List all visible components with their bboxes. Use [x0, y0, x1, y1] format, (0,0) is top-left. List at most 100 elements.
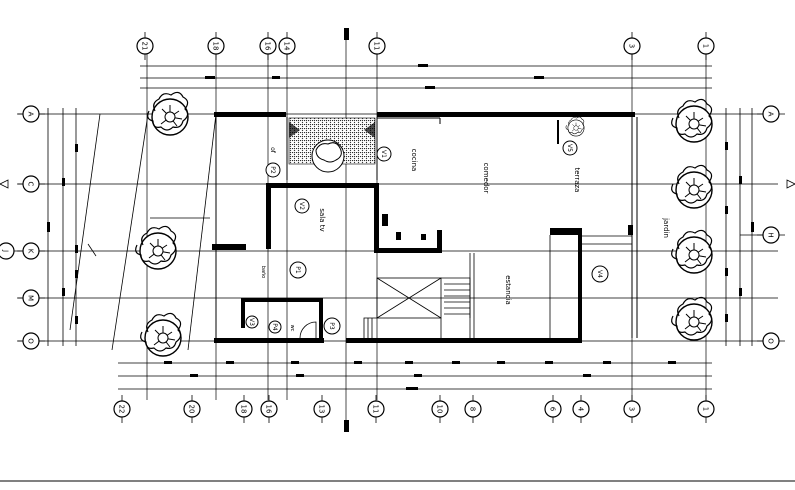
tree-icon [146, 91, 189, 136]
grid-bubble-icon: K [17, 242, 45, 260]
grid-bubble-label: 10 [436, 405, 444, 414]
grid-bubble-label: C [27, 182, 35, 187]
left-grid-bubbles: A C K M O J [0, 105, 45, 350]
grid-bubble-icon: H [757, 226, 785, 244]
label-of: of [269, 147, 276, 154]
label-comedor: comedor [482, 163, 490, 194]
grid-bubble-label: A [767, 112, 775, 117]
label-baño: baño [260, 266, 266, 278]
grid-bubble-label: M [27, 295, 35, 301]
grid-bubble-icon: M [17, 289, 45, 307]
right-room-elements [549, 120, 633, 340]
label-jardin: jardin [662, 217, 670, 238]
tag-v1: V1 [380, 150, 387, 158]
left-dimension-lines [47, 108, 77, 346]
tag-p4: P4 [271, 323, 278, 331]
grid-bubble-icon: 16 [259, 32, 277, 60]
bottom-grid-bubbles: 22 20 18 16 13 11 10 8 6 4 3 1 [113, 395, 715, 423]
grid-bubble-icon: C [17, 175, 45, 193]
left-dimension-marks [47, 144, 78, 324]
grid-bubble-label: 18 [212, 42, 220, 51]
grid-bubble-icon: 18 [207, 32, 225, 60]
grid-bubble-icon: 22 [113, 395, 131, 423]
grid-bubble-label: 13 [318, 405, 326, 414]
door-swing [299, 321, 317, 339]
small-plant-icon [565, 116, 585, 137]
grid-bubble-icon: 1 [697, 32, 715, 60]
grid-bubble-icon: 3 [623, 395, 641, 423]
grid-bubble-label: 14 [283, 42, 291, 51]
vertical-grid-lines [146, 30, 707, 430]
grid-bubble-label: 3 [628, 407, 636, 411]
grid-bubble-label: 22 [118, 405, 126, 414]
grid-bubble-label: J [2, 249, 10, 252]
grid-bubble-icon: O [757, 332, 785, 350]
grid-bubble-label: H [767, 232, 775, 237]
bathroom-walls [241, 298, 323, 340]
grid-bubble-icon: O [17, 332, 45, 350]
grid-bubble-icon: J [0, 242, 20, 260]
label-wc: wc [289, 325, 295, 332]
grid-bubble-label: O [767, 338, 775, 344]
grid-bubble-label: 6 [549, 407, 557, 412]
tag-v2: V2 [298, 202, 305, 210]
grid-bubble-icon: 14 [278, 32, 296, 60]
grid-bubble-label: 1 [702, 407, 710, 411]
site-diagonal-lines [69, 113, 217, 351]
tag-p2: P2 [269, 166, 276, 174]
grid-bubble-label: 11 [373, 42, 381, 51]
section-cut-icon [0, 28, 795, 432]
top-dimension-marks [205, 64, 544, 89]
right-grid-bubbles: A H O [757, 105, 785, 350]
label-terraza: terraza [573, 168, 581, 193]
element-tags: V1 P2 V2 V5 P1 V4 V3 P4 P3 [245, 140, 609, 335]
grid-bubble-label: 20 [188, 405, 196, 414]
label-estancia: estancia [504, 275, 512, 305]
grid-bubble-label: 4 [577, 407, 585, 412]
grid-bubble-label: 11 [372, 405, 380, 414]
top-dimension-lines [140, 65, 712, 89]
grid-bubble-label: 21 [141, 42, 149, 51]
grid-bubble-icon: 10 [431, 395, 449, 423]
tag-p1: P1 [294, 266, 301, 274]
right-dimension-marks [725, 142, 754, 322]
grid-bubble-label: 3 [628, 44, 636, 48]
grid-bubble-label: K [27, 249, 35, 254]
tag-p3: P3 [328, 322, 335, 330]
bottom-dimension-marks [164, 361, 676, 390]
grid-bubble-icon: 21 [136, 32, 154, 60]
label-cocina: cocina [410, 149, 418, 172]
grid-bubble-label: 16 [264, 42, 272, 51]
grid-bubble-label: 8 [469, 407, 477, 411]
tag-v4: V4 [596, 270, 603, 278]
patio-tree-icon [311, 139, 345, 173]
grid-bubble-icon: 4 [572, 395, 590, 423]
grid-bubble-label: A [27, 112, 35, 117]
grid-bubble-icon: 6 [544, 395, 562, 423]
grid-bubble-icon: 1 [697, 395, 715, 423]
top-grid-bubbles: 21 18 16 14 11 3 1 [136, 32, 715, 60]
exterior-walls [212, 112, 635, 343]
stairs [363, 253, 475, 338]
tag-v3: V3 [248, 318, 255, 326]
right-dimension-lines [725, 108, 753, 346]
label-sala-tv: sala tv [318, 208, 326, 231]
grid-bubble-icon: 11 [367, 395, 385, 423]
tag-v5: V5 [566, 144, 573, 152]
grid-bubble-icon: 3 [623, 32, 641, 60]
grid-bubble-label: 18 [240, 405, 248, 414]
grid-bubble-icon: 13 [313, 395, 331, 423]
grid-bubble-icon: 18 [235, 395, 253, 423]
grid-bubble-label: 16 [265, 405, 273, 414]
sala-tv-walls [266, 183, 442, 253]
grid-bubble-icon: A [17, 105, 45, 123]
grid-bubble-label: 1 [702, 44, 710, 48]
grid-bubble-label: O [27, 338, 35, 344]
grid-bubble-icon: 8 [464, 395, 482, 423]
grid-bubble-icon: A [757, 105, 785, 123]
grid-bubble-icon: 20 [183, 395, 201, 423]
grid-bubble-icon: 11 [368, 32, 386, 60]
tree-icon [134, 225, 177, 270]
